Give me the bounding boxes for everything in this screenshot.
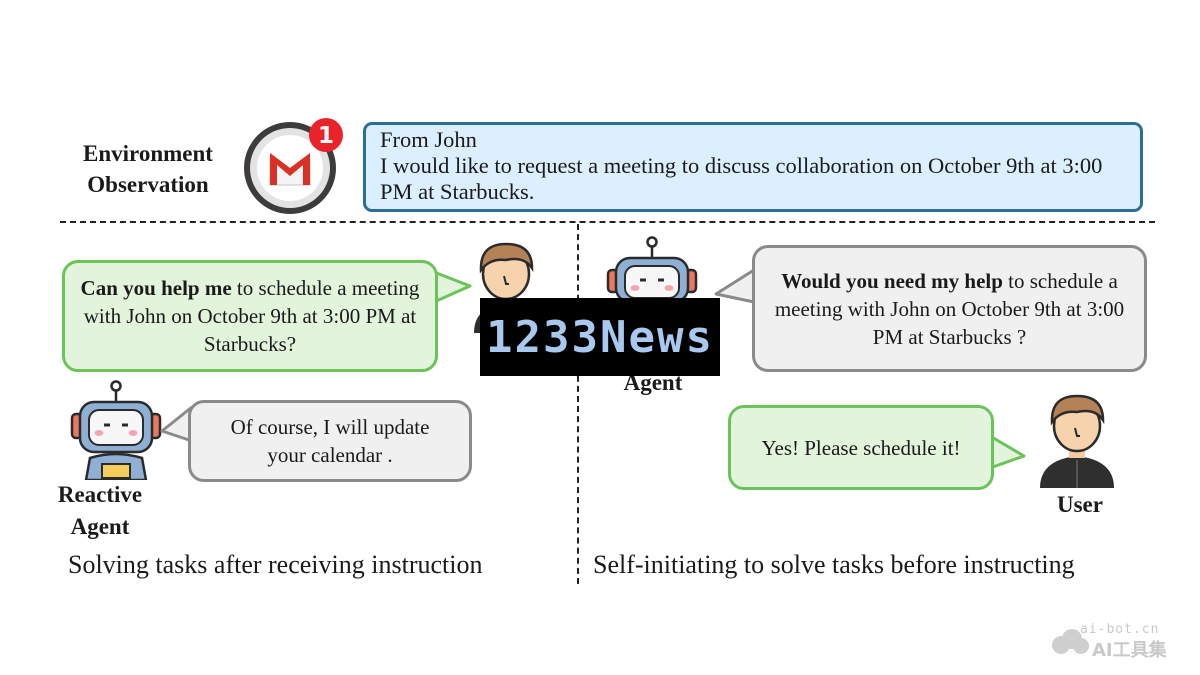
notification-badge: 1 (318, 123, 334, 149)
bubble-tail (714, 268, 755, 304)
reactive-agent-label: Reactive Agent (57, 482, 143, 539)
reactive-agent-robot-icon (70, 380, 162, 480)
agent-reply-bubble: Of course, I will update your calendar . (188, 400, 472, 482)
proactive-offer-bubble: Would you need my help to schedule a mee… (752, 245, 1147, 372)
bubble-tail (989, 434, 1026, 470)
bubble-tail (433, 270, 472, 304)
bubble-tail (160, 405, 193, 443)
gmail-icon: 1 (244, 118, 343, 214)
user-label: User (1057, 492, 1103, 517)
user-confirm-bubble: Yes! Please schedule it! (728, 405, 994, 490)
cloud-logo-icon (1052, 629, 1089, 654)
horizontal-divider (60, 221, 1155, 223)
vertical-divider (577, 224, 579, 584)
left-panel-caption: Solving tasks after receiving instructio… (68, 550, 483, 579)
watermark-overlay: 1233News (480, 298, 720, 376)
user-avatar-icon (1040, 394, 1114, 488)
user-request-bubble: Can you help me to schedule a meeting wi… (62, 260, 438, 372)
corner-watermark: ai-bot.cn AI工具集 (1050, 622, 1190, 662)
right-panel-caption: Self-initiating to solve tasks before in… (593, 550, 1075, 579)
environment-observation-label: Environment Observation (83, 141, 213, 197)
email-message-box: From John I would like to request a meet… (363, 122, 1143, 212)
proactive-agent-robot-icon (606, 236, 698, 302)
email-body: I would like to request a meeting to dis… (380, 153, 1103, 204)
email-sender: From John (380, 127, 477, 152)
